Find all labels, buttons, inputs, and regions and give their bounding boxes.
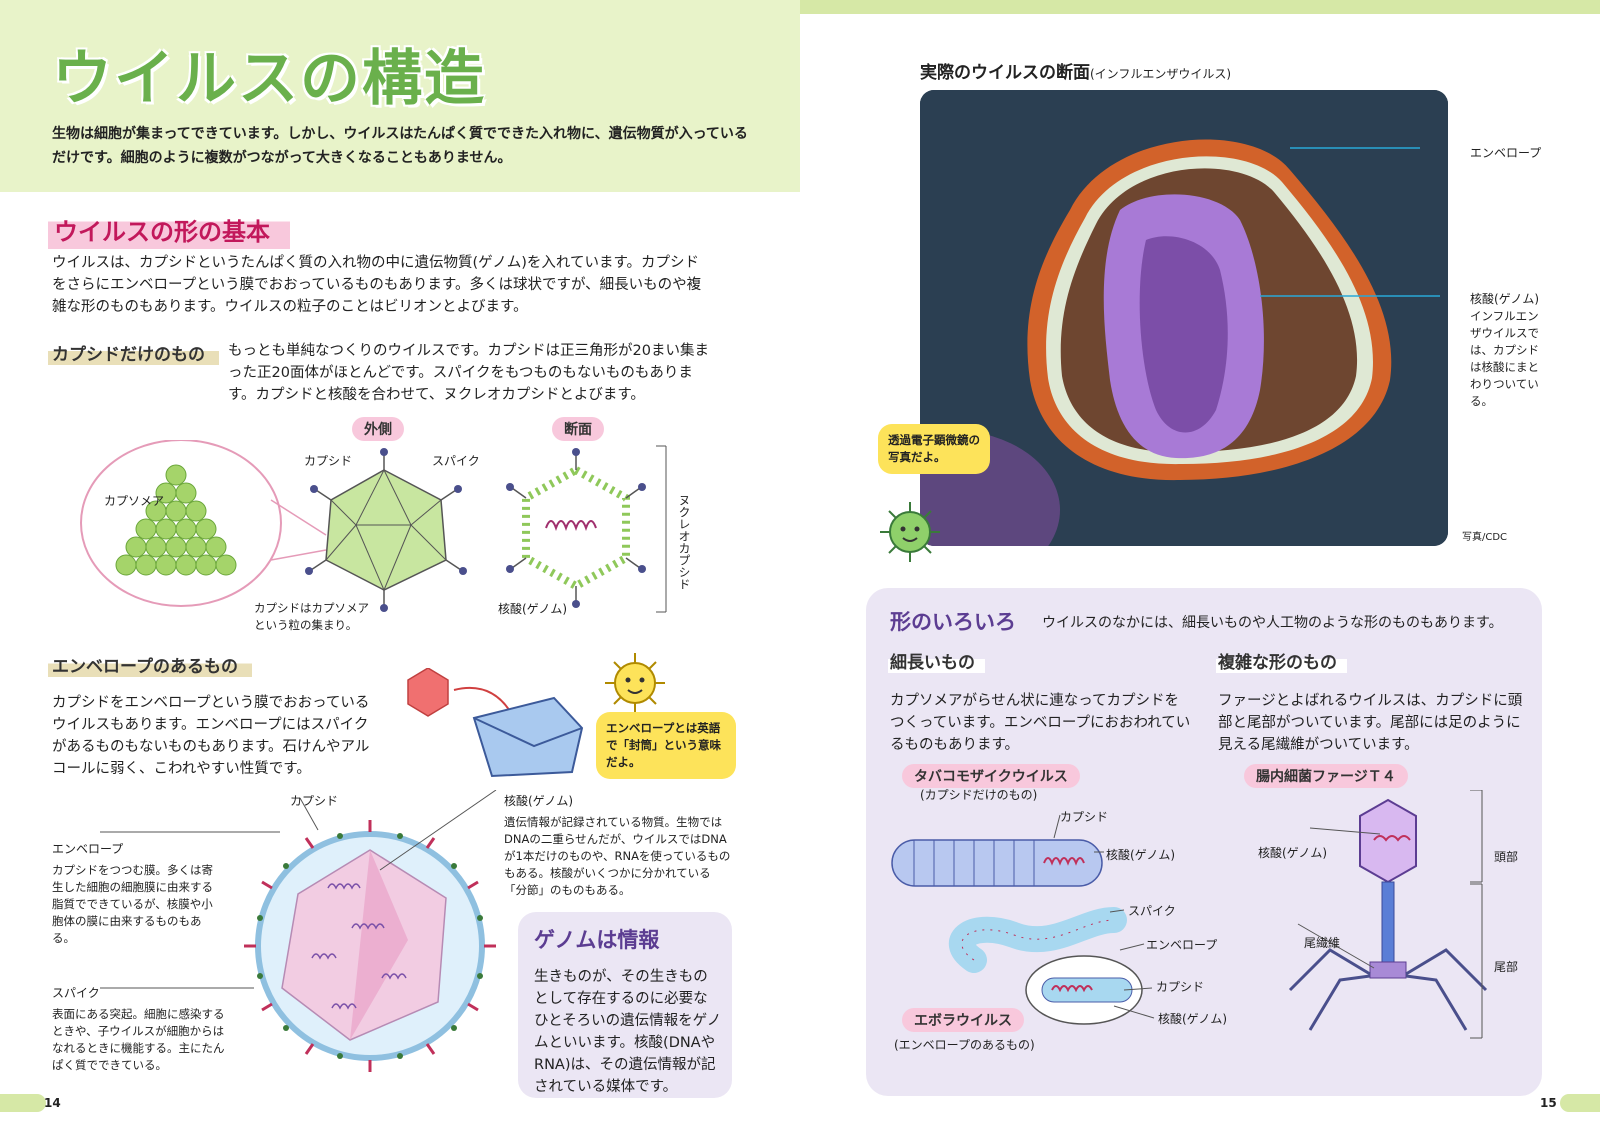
photo-title-main: 実際のウイルスの断面 [920,63,1090,83]
tmv-genome-label: 核酸(ゲノム) [1106,848,1176,862]
env-envelope-label: エンベロープ [52,842,124,856]
phage-tail-label: 尾部 [1494,960,1519,974]
nucleocapsid-label: ヌクレオカプシド [677,494,691,590]
phage-label: 腸内細菌ファージＴ４ [1244,764,1408,788]
outer-label: 外側 [352,417,404,441]
envelope-bubble: エンベロープとは英語で「封筒」という意味だよ。 [596,712,736,779]
phage-tail-fiber-label: 尾繊維 [1304,936,1341,950]
ebola-note: (エンベロープのあるもの) [894,1038,1035,1052]
capsid-label: カプシド [304,454,353,468]
enveloped-virus-diagram [244,820,496,1072]
photo-genome-desc: インフルエンザウイルスでは、カプシドは核酸にまとわりついている。 [1470,309,1539,408]
env-genome-label: 核酸(ゲノム) [504,794,574,808]
header-band [0,0,800,192]
env-genome-desc: 遺伝情報が記録されている物質。生物ではDNAの二重らせんだが、ウイルスではDNA… [504,815,731,897]
intro-text: 生物は細胞が集まってできています。しかし、ウイルスはたんぱく質でできた入れ物に、… [52,126,748,166]
ebola-spike-label: スパイク [1128,904,1176,918]
capsid-diagram [80,440,667,613]
shapes-lead: ウイルスのなかには、細長いものや人工物のような形のものもあります。 [1042,615,1503,631]
genome-box [518,912,732,1098]
photo-credit: 写真/CDC [1462,532,1508,543]
page-tab-left [0,1094,46,1112]
photo-title: 実際のウイルスの断面(インフルエンザウイルス) [920,58,1231,83]
capsid-only-text: もっとも単純なつくりのウイルスです。カプシドは正三角形が20まい集まった正20面… [228,343,709,403]
genome-box-text: 生きものが、その生きものとして存在するのに必要なひとそろいの遺伝情報をゲノムとい… [534,969,722,1095]
ebola-genome-label: 核酸(ゲノム) [1158,1012,1228,1026]
photo-genome-label: 核酸(ゲノム) [1470,292,1540,306]
enveloped-text: カプシドをエンベロープという膜でおおっているウイルスもあります。エンベロープには… [52,695,370,777]
tmv-label: タバコモザイクウイルス [902,764,1080,788]
page-tab-right [1560,1094,1600,1112]
capsid-only-title: カプシドだけのもの [48,340,219,365]
long-title: 細長いもの [888,648,985,673]
section-title-basics: ウイルスの形の基本 [48,210,290,249]
tmv-note: (カプシドだけのもの) [920,788,1038,802]
top-border [800,0,1600,14]
virus-photo [920,90,1448,546]
spike-label: スパイク [432,454,480,468]
ebola-capsid-label: カプシド [1156,980,1205,994]
genome-box-title: ゲノムは情報 [534,928,660,952]
photo-envelope-label: エンベロープ [1470,146,1542,160]
photo-title-sub: (インフルエンザウイルス) [1090,67,1232,81]
phage-head-label: 頭部 [1494,850,1519,864]
env-envelope-desc: カプシドをつつむ膜。多くは寄生した細胞の細胞膜に由来する脂質でできているが、核膜… [52,863,213,945]
envelope-illustration [407,668,584,778]
section-label: 断面 [552,417,604,441]
photo-bubble: 透過電子顕微鏡の写真だよ。 [878,424,990,474]
long-viruses-diagram [891,814,1155,1025]
page-number-right: 15 [1540,1096,1557,1110]
enveloped-title: エンベロープのあるもの [48,652,252,677]
complex-text: ファージとよばれるウイルスは、カプシドに頭部と尾部がついています。尾部には足のよ… [1218,693,1523,753]
page-title: ウイルスの構造 [52,44,486,114]
enveloped-leader-lines [100,790,497,989]
mascot-icon [605,653,665,713]
env-spike-desc: 表面にある突起。細胞に感染するときや、子ウイルスが細胞からはなれるときに機能する… [52,1007,225,1072]
nucleic-acid-label: 核酸(ゲノム) [498,602,568,616]
page-number-left: 14 [44,1096,61,1110]
basics-text: ウイルスは、カプシドというたんぱく質の入れ物の中に遺伝物質(ゲノム)を入れていま… [52,255,702,315]
capsid-note: カプシドはカプソメアという粒の集まり。 [254,601,369,632]
env-capsid-label: カプシド [290,794,339,808]
influenza-section-image [920,90,1448,546]
ebola-envelope-label: エンベロープ [1146,938,1218,952]
tmv-capsid-label: カプシド [1060,810,1109,824]
env-spike-label: スパイク [52,986,100,1000]
complex-title: 複雑な形のもの [1216,648,1347,673]
capsomere-label: カプソメア [104,494,165,508]
long-text: カプソメアがらせん状に連なってカプシドをつくっています。エンベロープにおおわれて… [890,693,1191,753]
ebola-label: エボラウイルス [902,1008,1024,1032]
phage-genome-label: 核酸(ゲノム) [1258,846,1328,860]
phage-diagram [1288,790,1488,1039]
green-virus-mascot-icon [880,502,940,562]
shapes-title: 形のいろいろ [890,610,1016,634]
